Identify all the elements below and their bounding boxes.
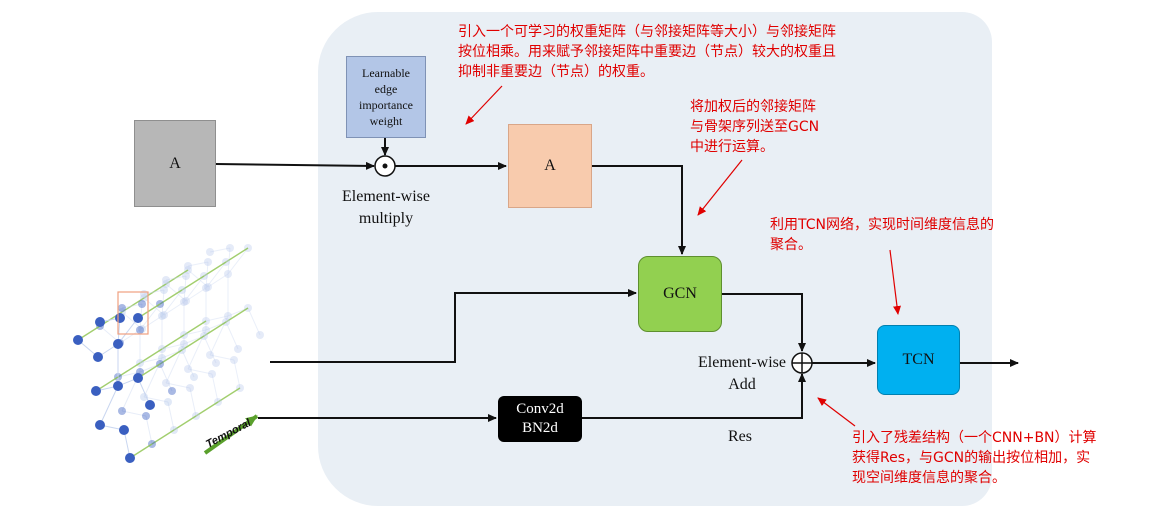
annotation-weight-matrix: 引入一个可学习的权重矩阵（与邻接矩阵等大小）与邻接矩阵 按位相乘。用来赋予邻接矩…: [458, 22, 918, 82]
annotation-weight-line2: 按位相乘。用来赋予邻接矩阵中重要边（节点）较大的权重且: [458, 44, 836, 60]
skeleton-graph: [73, 244, 264, 463]
weighted-adjacency-a-box: A: [508, 124, 592, 208]
skeleton-joint-1: [204, 283, 212, 291]
skeleton-joint-43: [160, 286, 168, 294]
annotation-arrow-tcn: [889, 249, 901, 315]
skeleton-joint-27: [160, 311, 168, 319]
skeleton-joint-73: [133, 373, 143, 383]
skeleton-joint-54: [136, 326, 144, 334]
add-label-line2: Add: [728, 376, 756, 393]
skeleton-joint-30: [182, 272, 190, 280]
conv-bn-box: Conv2d BN2d: [498, 396, 582, 442]
annotation-arrow-residual: [817, 397, 856, 427]
annotation-to-gcn-line2: 与骨架序列送至GCN: [690, 119, 820, 135]
annotation-residual-line1: 引入了残差结构（一个CNN+BN）计算: [852, 430, 1097, 446]
skeleton-joint-66: [93, 352, 103, 362]
annotation-residual-line3: 现空间维度信息的聚合。: [852, 470, 1006, 486]
annotation-arrow-to-gcn: [697, 159, 743, 216]
skeleton-joint-61: [118, 407, 126, 415]
skeleton-joint-9: [206, 351, 214, 359]
conv2d-label: Conv2d: [516, 401, 564, 417]
wire-conv-to-add: [582, 373, 806, 419]
skeleton-joint-17: [204, 258, 212, 266]
skeleton-joint-44: [140, 290, 148, 298]
adjacency-matrix-a-box: A: [134, 120, 216, 207]
skeleton-joint-22: [184, 365, 192, 373]
multiply-label: Element-wise multiply: [338, 186, 434, 230]
skeleton-joint-76: [125, 453, 135, 463]
skeleton-highlight-box: [117, 291, 149, 335]
skeleton-joint-40: [138, 325, 146, 333]
res-label: Res: [728, 428, 752, 445]
skeleton-joint-7: [224, 312, 232, 320]
adjacency-matrix-a-label: A: [169, 154, 181, 172]
skeleton-joint-77: [145, 400, 155, 410]
wire-skeleton-to-gcn: [270, 289, 637, 363]
skeleton-joint-2: [224, 270, 232, 278]
annotation-weight-line3: 抑制非重要边（节点）的权重。: [458, 64, 654, 80]
gcn-label: GCN: [663, 285, 697, 302]
annotation-tcn-line1: 利用TCN网络，实现时间维度信息的: [770, 217, 994, 233]
learnable-weight-label: Learnable edge importance weight: [359, 66, 413, 128]
learnable-weight-box: Learnable edge importance weight: [346, 56, 426, 138]
skeleton-joint-41: [158, 312, 166, 320]
skeleton-joint-18: [184, 262, 192, 270]
wire-weighted-a-to-gcn: [592, 165, 686, 255]
skeleton-joint-68: [133, 313, 143, 323]
skeleton-joint-49: [164, 398, 172, 406]
skeleton-joint-69: [115, 313, 125, 323]
annotation-residual: 引入了残差结构（一个CNN+BN）计算 获得Res，与GCN的输出按位相加，实 …: [852, 428, 1152, 488]
tcn-label: TCN: [902, 351, 935, 368]
skeleton-joint-56: [138, 300, 146, 308]
annotation-tcn-line2: 聚合。: [770, 237, 812, 253]
skeleton-joint-62: [142, 412, 150, 420]
skeleton-joint-25: [234, 345, 242, 353]
multiply-label-line2: multiply: [358, 210, 414, 227]
skeleton-joint-64: [168, 387, 176, 395]
skeleton-joint-20: [202, 326, 210, 334]
multiply-label-line1: Element-wise: [342, 188, 430, 205]
skeleton-joint-33: [180, 340, 188, 348]
annotation-arrow-weight: [465, 85, 503, 125]
skeleton-joint-65: [73, 335, 83, 345]
temporal-arrow: [203, 414, 259, 455]
skeleton-joint-15: [202, 284, 210, 292]
skeleton-joint-12: [256, 331, 264, 339]
bn2d-label: BN2d: [522, 420, 558, 436]
skeleton-joint-5: [206, 248, 214, 256]
wire-gcn-to-add: [722, 293, 806, 352]
gcn-box: GCN: [638, 256, 722, 332]
add-label: Element-wise Add: [690, 352, 794, 396]
annotation-to-gcn: 将加权后的邻接矩阵 与骨架序列送至GCN 中进行运算。: [690, 97, 860, 157]
annotation-weight-line1: 引入一个可学习的权重矩阵（与邻接矩阵等大小）与邻接矩阵: [458, 24, 836, 40]
skeleton-joint-36: [186, 384, 194, 392]
skeleton-joint-4: [226, 244, 234, 252]
tcn-box: TCN: [877, 325, 960, 395]
wire-a-to-multiply: [215, 161, 375, 170]
skeleton-joint-70: [95, 317, 105, 327]
annotation-to-gcn-line3: 中进行运算。: [690, 139, 774, 155]
skeleton-joint-46: [158, 354, 166, 362]
skeleton-joint-57: [118, 304, 126, 312]
skeleton-joint-23: [208, 370, 216, 378]
annotation-tcn: 利用TCN网络，实现时间维度信息的 聚合。: [770, 215, 1060, 255]
annotation-residual-line2: 获得Res，与GCN的输出按位相加，实: [852, 450, 1091, 466]
weighted-adjacency-a-label: A: [544, 157, 556, 174]
annotation-to-gcn-line1: 将加权后的邻接矩阵: [690, 99, 816, 115]
skeleton-joint-10: [230, 356, 238, 364]
skeleton-joint-28: [180, 298, 188, 306]
skeleton-joint-31: [162, 276, 170, 284]
skeleton-joint-35: [162, 379, 170, 387]
skeleton-joint-51: [190, 373, 198, 381]
skeleton-joint-74: [95, 420, 105, 430]
skeleton-joint-72: [113, 381, 123, 391]
skeleton-joint-75: [119, 425, 129, 435]
add-label-line1: Element-wise: [698, 354, 786, 371]
skeleton-joint-67: [113, 339, 123, 349]
skeleton-joint-71: [91, 386, 101, 396]
skeleton-joint-38: [212, 359, 220, 367]
skeleton-joint-14: [182, 297, 190, 305]
